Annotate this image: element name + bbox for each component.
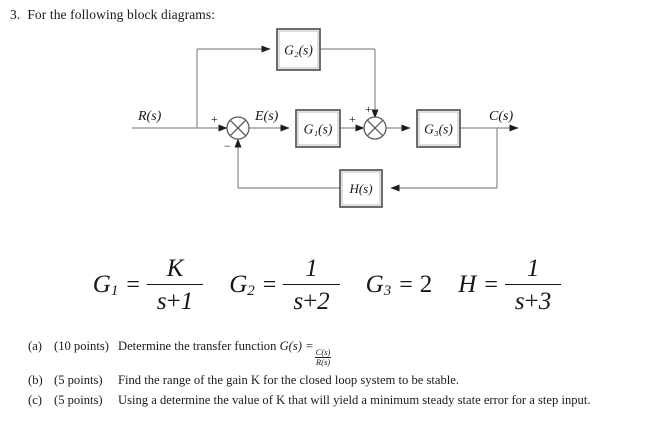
question-a-text-before: Determine the transfer function [118, 339, 280, 353]
g2-denominator-op: + [303, 288, 318, 316]
error-signal-label: E(s) [254, 109, 279, 124]
g3-equation-value: 2 [419, 271, 433, 298]
block-diagram: + − + + G₂(s) G₁(s) G₃(s) [0, 20, 654, 220]
g1-fraction-bar [146, 283, 204, 286]
junction1-plus-sign: + [211, 112, 218, 126]
h-equation-fraction: 1 s+3 [504, 254, 562, 314]
h-block-label: H(s) [348, 181, 372, 196]
g2-equation-lhs: G [229, 271, 248, 298]
problem-heading: 3. For the following block diagrams: [10, 7, 215, 23]
g3-equation-subscript: 3 [383, 282, 392, 299]
h-denominator: s+3 [505, 285, 561, 314]
question-a: (a) (10 points) Determine the transfer f… [28, 340, 644, 367]
g2-equation-relation: = [262, 271, 277, 298]
questions-list: (a) (10 points) Determine the transfer f… [28, 340, 644, 413]
junction2-plus-left-sign: + [349, 112, 356, 126]
question-a-label: (a) [28, 339, 42, 353]
g1-denominator-right: 1 [180, 288, 194, 316]
question-c-text: Using a determine the value of K that wi… [118, 392, 591, 407]
h-equation: H = 1 s+3 [458, 254, 562, 314]
question-a-transfer-fraction: C(s)R(s) [314, 346, 332, 368]
problem-prompt: For the following block diagrams: [27, 7, 216, 22]
h-block: H(s) [339, 169, 383, 208]
question-a-points: (10 points) [54, 339, 109, 353]
h-equation-relation: = [484, 271, 498, 298]
h-denominator-op: + [524, 288, 539, 316]
g1-block-label: G₁(s) [304, 122, 333, 137]
output-signal-label: C(s) [489, 109, 513, 124]
question-a-frac-denominator: R(s) [315, 357, 331, 368]
question-b: (b) (5 points) Find the range of the gai… [28, 374, 644, 387]
input-signal-label: R(s) [137, 109, 162, 124]
g2-block: G₂(s) [276, 28, 321, 71]
question-a-frac-numerator: C(s) [315, 346, 331, 357]
g1-denominator-left: s [156, 288, 167, 316]
g1-denominator-op: + [166, 288, 181, 316]
g1-equation-subscript: 1 [110, 282, 119, 299]
g1-equation-lhs: G [92, 271, 111, 298]
problem-number: 3. [10, 7, 21, 22]
question-a-frac-bar [314, 356, 332, 358]
g1-equation-fraction: K s+1 [146, 254, 204, 314]
g2-fraction-bar [283, 283, 340, 286]
g1-block: G₁(s) [295, 109, 341, 148]
question-b-points: (5 points) [54, 372, 103, 387]
question-c-points: (5 points) [54, 392, 103, 407]
g2-equation-subscript: 2 [247, 282, 255, 299]
g2-denominator: s+2 [283, 285, 339, 314]
question-c-label: (c) [28, 392, 42, 407]
question-a-text: Determine the transfer function G(s) =C(… [118, 340, 644, 367]
g2-equation-fraction: 1 s+2 [283, 254, 340, 314]
question-b-text: Find the range of the gain K for the clo… [118, 372, 460, 387]
g2-denominator-left: s [293, 288, 304, 316]
h-numerator: 1 [526, 254, 540, 282]
junction2-plus-top-sign: + [365, 102, 372, 116]
summing-junction-1 [226, 116, 250, 140]
h-denominator-left: s [514, 288, 525, 316]
question-b-label: (b) [28, 372, 43, 387]
g2-block-label: G₂(s) [284, 43, 313, 58]
g1-numerator: K [166, 254, 184, 282]
g3-block-label: G₃(s) [424, 122, 453, 137]
g3-equation-lhs: G [365, 271, 384, 298]
g2-numerator: 1 [305, 254, 318, 282]
h-equation-lhs: H [458, 271, 477, 298]
h-denominator-right: 3 [538, 288, 552, 316]
g1-equation-relation: = [126, 271, 140, 298]
g1-denominator: s+1 [147, 285, 203, 314]
question-a-math: G(s) = [279, 339, 314, 353]
h-fraction-bar [504, 283, 562, 286]
junction1-minus-sign: − [224, 139, 231, 153]
summing-junction-2 [363, 116, 387, 140]
g3-block: G₃(s) [416, 109, 461, 148]
g2-denominator-right: 2 [317, 288, 330, 316]
g3-equation-relation: = [399, 271, 413, 298]
question-c: (c) (5 points) Using a determine the val… [28, 392, 644, 407]
